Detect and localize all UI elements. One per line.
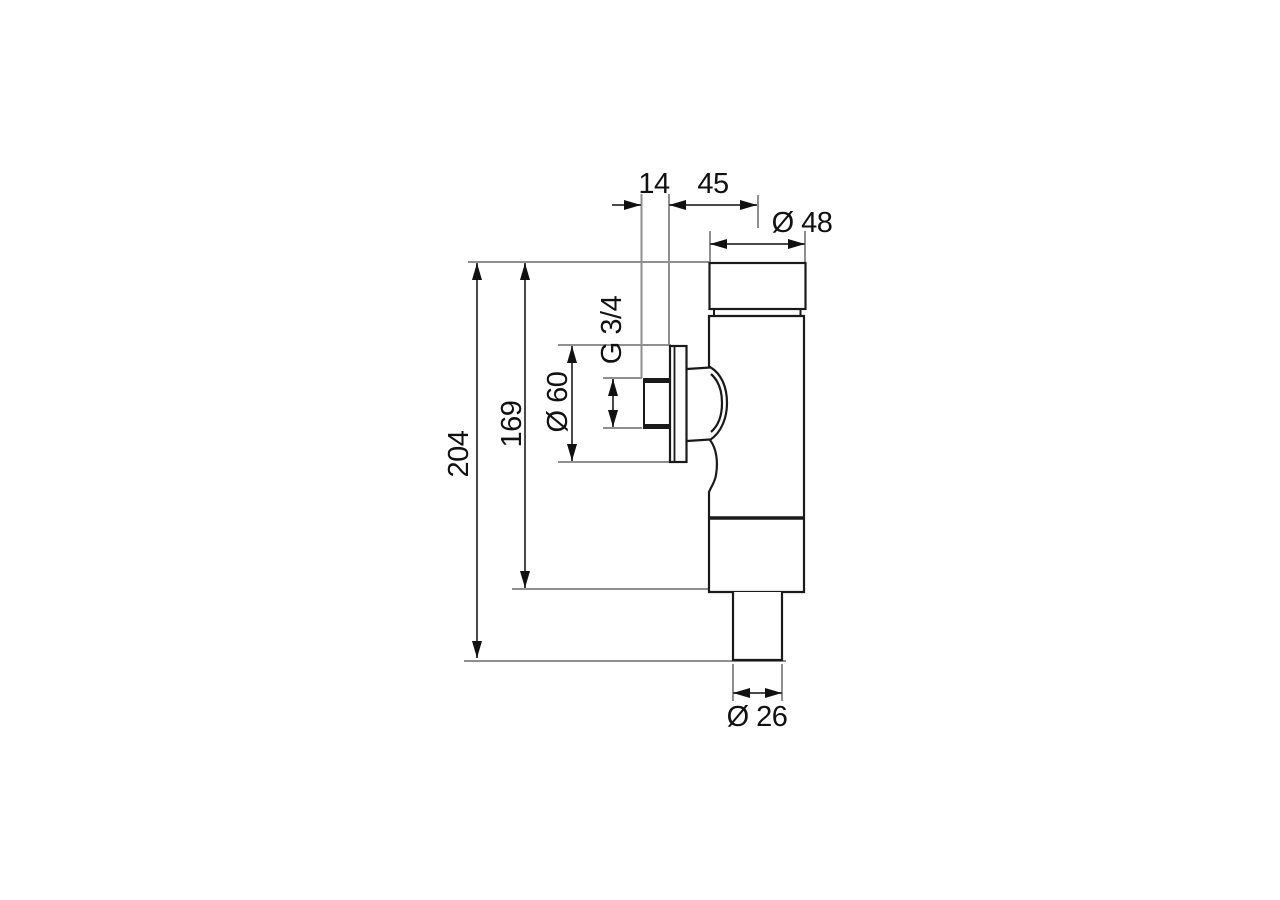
valve-height-dim-label: 169 xyxy=(496,401,528,448)
dome-inner-contour xyxy=(710,373,724,433)
arrow-down-icon xyxy=(520,571,530,588)
thread-size-dim-label: G 3/4 xyxy=(596,295,628,364)
valve-cap xyxy=(708,261,807,311)
arrow-up-icon xyxy=(472,263,482,280)
inlet-stub-face xyxy=(643,378,670,429)
extension-lines xyxy=(464,194,806,701)
dimension-labels: 14 45 Ø 48 G 3/4 Ø 60 169 204 Ø 26 xyxy=(443,168,833,733)
arrow-left-icon xyxy=(669,200,686,210)
dimension-arrowheads xyxy=(472,200,805,698)
arrow-up-icon xyxy=(567,346,577,363)
arrow-left-icon xyxy=(710,239,727,249)
arrow-right-icon xyxy=(740,200,757,210)
arrow-right-icon xyxy=(788,239,805,249)
flange-diameter-dim-label: Ø 60 xyxy=(542,372,574,433)
cap-diameter-dim-label: Ø 48 xyxy=(772,207,833,239)
arrow-up-icon xyxy=(608,379,618,396)
outlet-pipe xyxy=(731,592,784,662)
pipe-diameter-dim-label: Ø 26 xyxy=(727,701,788,733)
dome-bottom-edge xyxy=(686,438,711,443)
valve-body xyxy=(707,314,806,594)
overall-height-dim-label: 204 xyxy=(443,430,475,477)
arrow-left-icon xyxy=(733,688,750,698)
arrow-up-icon xyxy=(520,263,530,280)
arrow-down-icon xyxy=(567,444,577,461)
arrow-down-icon xyxy=(608,410,618,427)
wall-flange xyxy=(668,344,688,464)
wall-to-axis-dim-label: 45 xyxy=(697,168,728,200)
arrow-right-icon xyxy=(765,688,782,698)
stub-length-dim-label: 14 xyxy=(638,168,670,200)
valve-object xyxy=(643,261,807,662)
arrow-right-icon xyxy=(624,200,641,210)
dome-top-edge xyxy=(686,366,711,371)
arrow-down-icon xyxy=(472,641,482,658)
